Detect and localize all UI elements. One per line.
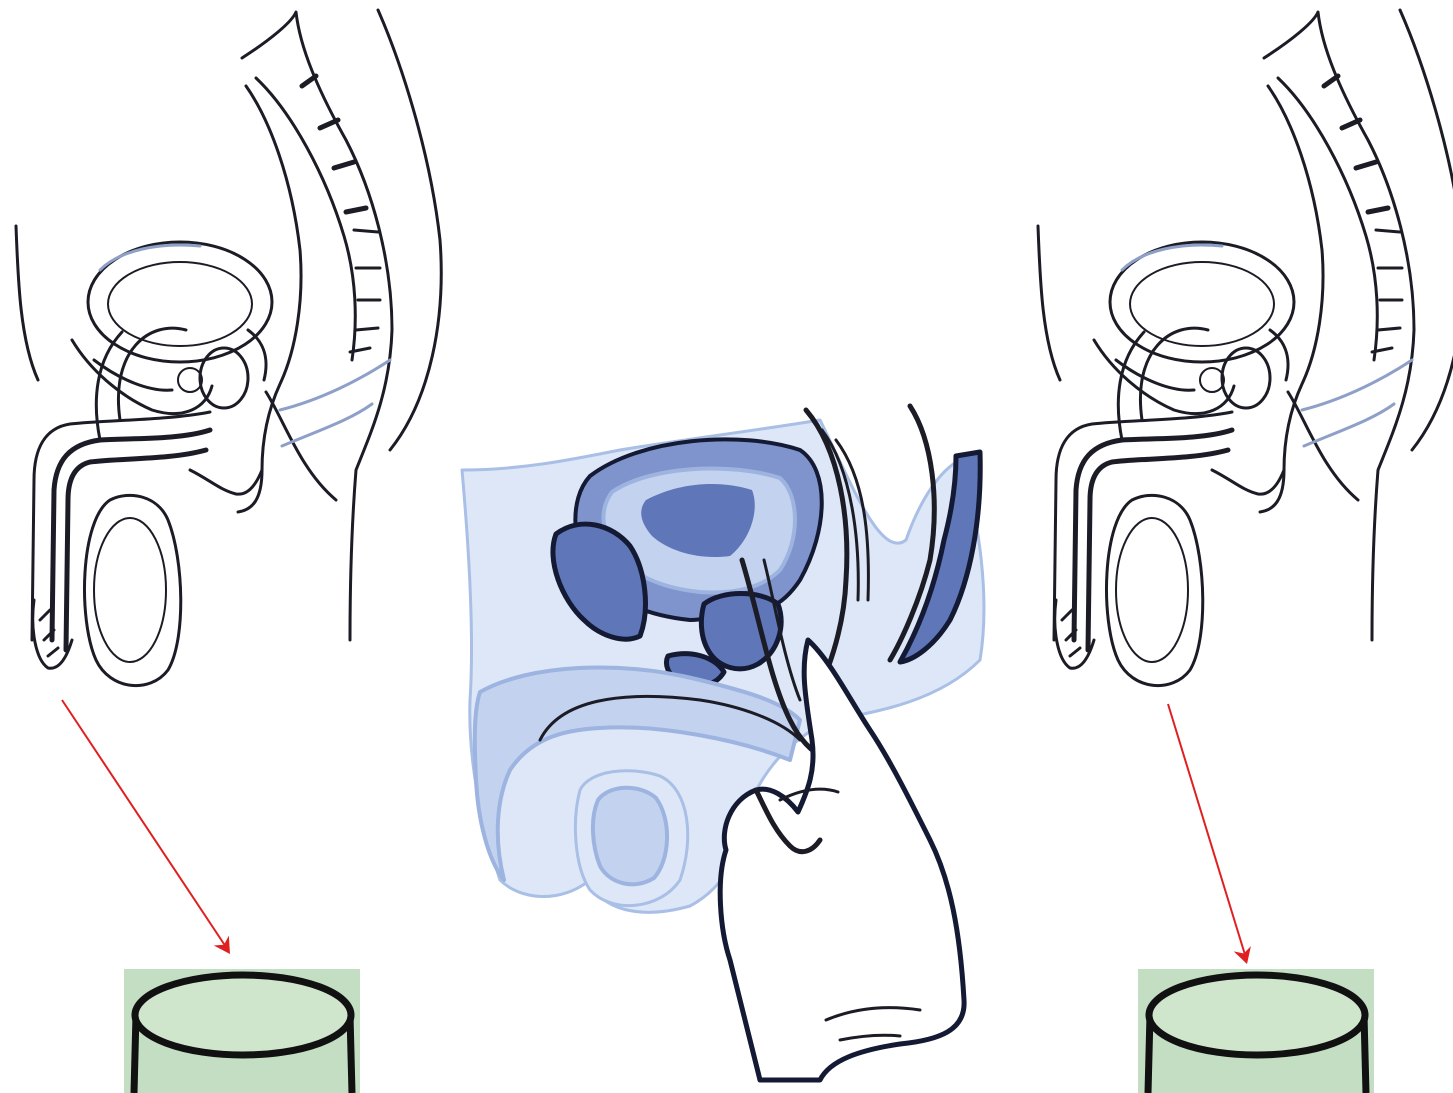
right-collection-arrow bbox=[1168, 704, 1256, 967]
left-sagittal-pelvis bbox=[16, 10, 441, 686]
left-specimen-cup bbox=[124, 969, 360, 1093]
center-rectal-exam bbox=[462, 406, 984, 1080]
right-specimen-cup bbox=[1138, 969, 1374, 1093]
right-sagittal-pelvis bbox=[1038, 10, 1453, 686]
left-collection-arrow bbox=[62, 700, 238, 959]
